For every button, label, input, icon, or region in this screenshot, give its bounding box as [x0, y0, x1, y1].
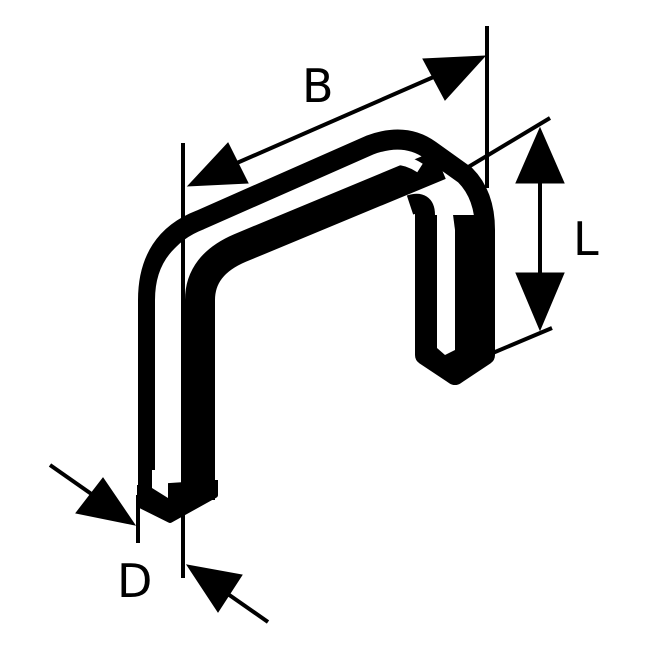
l-top-extension-line [453, 116, 552, 177]
label-b: B [302, 59, 334, 113]
d-arrow-right-icon [185, 564, 243, 613]
label-l: L [573, 212, 599, 266]
staple-left-leg-slot [155, 154, 423, 495]
d-right-arrow-shaft [223, 590, 270, 624]
l-bottom-extension-line [487, 326, 553, 357]
staple-front-outline [185, 151, 446, 500]
staple-left-foot-notch [152, 470, 168, 498]
staple-back-outline [138, 129, 495, 490]
b-arrow-right-icon [422, 55, 487, 101]
staple-right-leg-slot [437, 207, 455, 355]
l-arrow-up-icon [515, 126, 565, 184]
d-arrow-left-icon [75, 477, 137, 526]
dimension-lines [48, 26, 565, 624]
label-d: D [117, 554, 152, 608]
b-dimension-line [229, 70, 446, 168]
staple-left-foot [137, 480, 218, 523]
l-arrow-down-icon [515, 272, 565, 332]
b-arrow-left-icon [186, 142, 249, 187]
staple-shape [137, 129, 495, 523]
dimension-labels: B L D [117, 59, 599, 608]
